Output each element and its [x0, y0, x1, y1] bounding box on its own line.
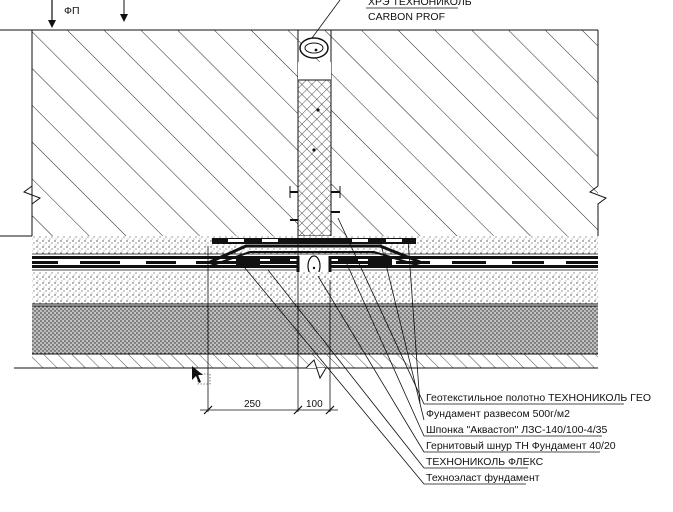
- top-label: ХРЭ ТЕХНОНИКОЛЬ CARBON PROF: [311, 0, 472, 39]
- callout-sealing-cord: Гернитовый шнур ТН Фундамент 40/20: [426, 440, 616, 452]
- leader-lines: [239, 217, 624, 485]
- dimension-250: 250: [244, 399, 261, 410]
- dimension-extensions: [207, 236, 331, 412]
- level-mark: ФП: [48, 0, 128, 28]
- callout-geotextile-density: Фундамент развесом 500г/м2: [426, 408, 570, 420]
- callout-list: Геотекстильное полотно ТЕХНОНИКОЛЬ ГЕО Ф…: [426, 392, 651, 484]
- swelling-cord: [299, 37, 329, 59]
- callout-geotextile: Геотекстильное полотно ТЕХНОНИКОЛЬ ГЕО: [426, 392, 651, 404]
- soil: [14, 354, 598, 380]
- top-label-line2: CARBON PROF: [368, 11, 445, 23]
- cursor-icon: [192, 366, 211, 385]
- concrete-prep: [32, 272, 598, 305]
- top-label-line1: ХРЭ ТЕХНОНИКОЛЬ: [368, 0, 472, 8]
- level-mark-text: ФП: [64, 5, 80, 17]
- callout-flex: ТЕХНОНИКОЛЬ ФЛЕКС: [426, 456, 544, 468]
- anchors: [289, 186, 341, 221]
- dimension-line: 250 100: [200, 399, 338, 415]
- joint-filler: [297, 62, 332, 237]
- callout-waterstop: Шпонка "Аквастоп" ЛЗС-140/100-4/35: [426, 424, 608, 436]
- callout-technoelast: Техноэласт фундамент: [426, 472, 540, 484]
- dimension-100: 100: [306, 399, 323, 410]
